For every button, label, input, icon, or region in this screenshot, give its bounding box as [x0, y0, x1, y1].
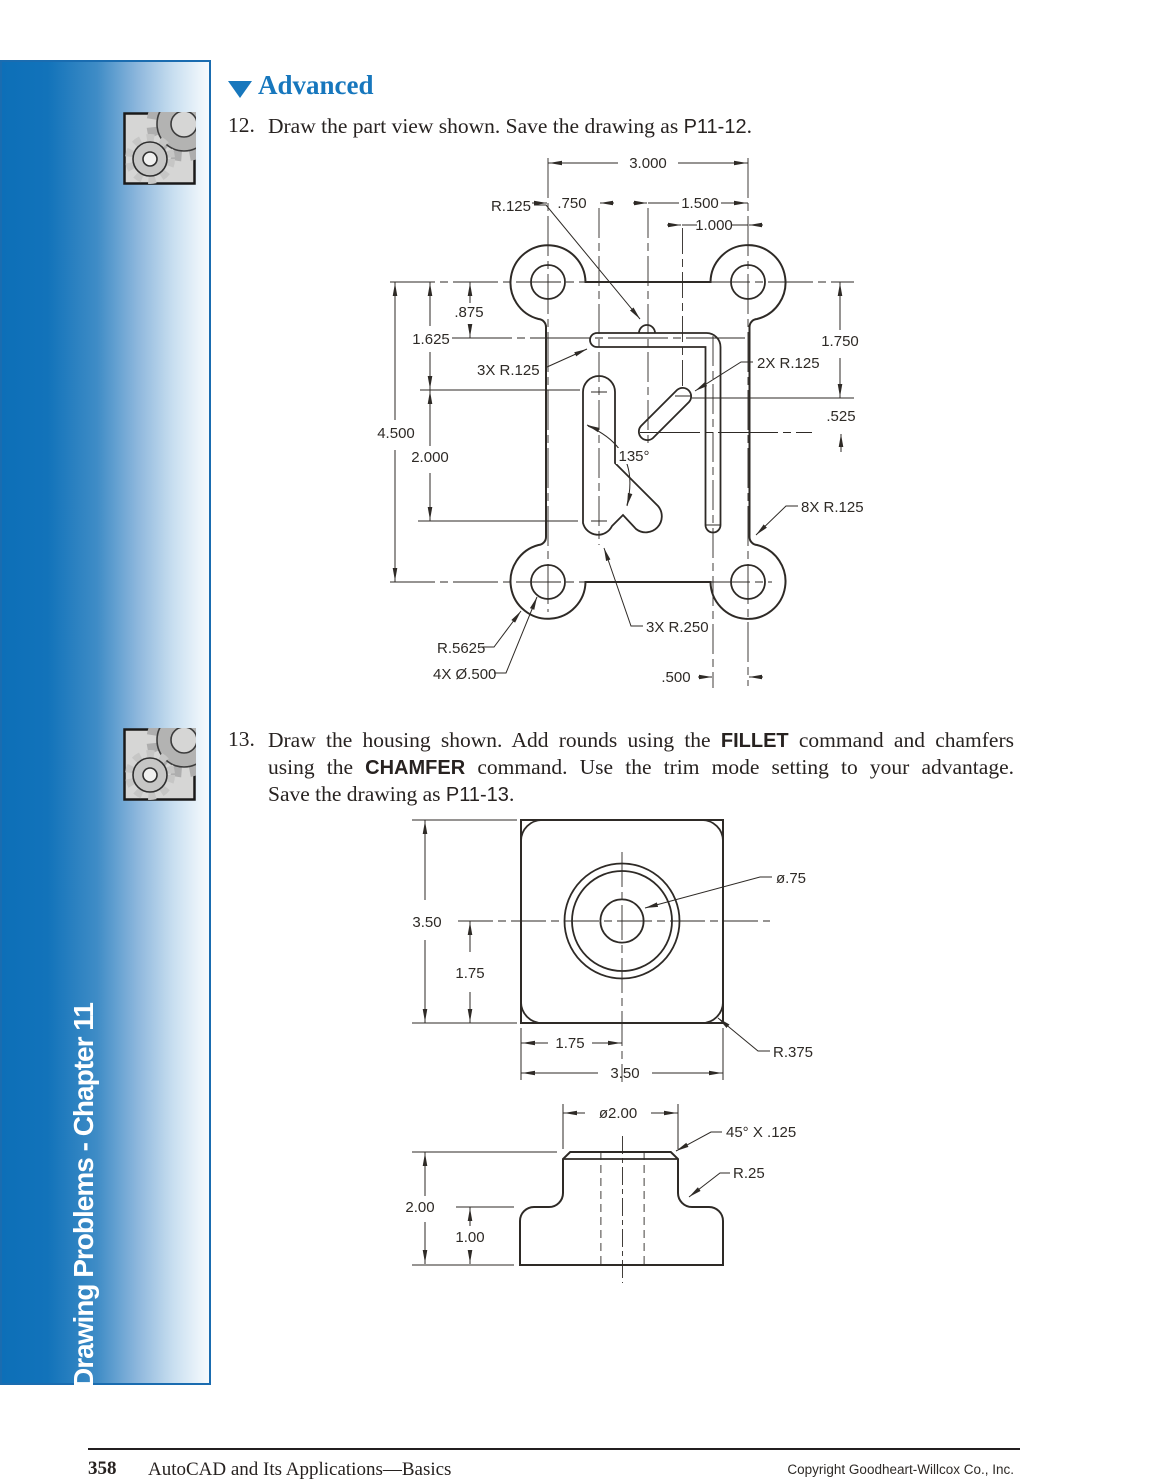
dim-label: 1.500 — [681, 195, 719, 212]
dim-label: .750 — [557, 195, 586, 212]
text-run: . — [508, 782, 515, 806]
chamfer-command: CHAMFER — [365, 757, 466, 779]
problem-13-filename: P11-13 — [445, 784, 509, 806]
dim-label: 3.000 — [629, 155, 667, 172]
text-run: command and chamfers — [788, 728, 1014, 752]
page-number: 358 — [88, 1458, 117, 1479]
copyright-notice: Copyright Goodheart-Willcox Co., Inc. — [787, 1462, 1014, 1477]
dim-label: R.375 — [773, 1044, 813, 1061]
footer-rule — [88, 1448, 1020, 1450]
problem-12-sentence: Draw the part view shown. Save the drawi… — [268, 114, 684, 138]
dim-label: 8X R.125 — [801, 499, 864, 516]
problem-13-line3: Save the drawing as P11-13. — [268, 781, 1014, 808]
dim-label: .525 — [826, 408, 855, 425]
problem-13-line2: using the CHAMFER command. Use the trim … — [268, 754, 1014, 781]
section-heading: Advanced — [258, 70, 374, 100]
dim-label: 1.000 — [695, 217, 733, 234]
problem-12-number: 12. — [228, 113, 255, 137]
housing-top-view-drawing: 3.50 1.75 ø.75 R.375 1.75 3.50 — [412, 819, 813, 1082]
dim-label: 1.00 — [455, 1229, 484, 1246]
problem-12-filename: P11-12 — [683, 116, 747, 138]
gears-icon — [123, 728, 196, 801]
dim-label: 45° X .125 — [726, 1124, 796, 1141]
problem-12-text: Draw the part view shown. Save the drawi… — [268, 113, 1028, 140]
triangle-down-icon — [228, 81, 252, 98]
dim-label: ø2.00 — [599, 1105, 637, 1122]
dim-label: 3X R.125 — [477, 362, 540, 379]
text-run: Save the drawing as — [268, 782, 446, 806]
part-view-drawing: 3.000 .750 1.500 1.000 R.125 .875 1.625 … — [377, 155, 864, 688]
dim-label: 135° — [618, 448, 649, 465]
dim-label: 2.00 — [405, 1199, 434, 1216]
problem-12-period: . — [746, 114, 752, 138]
gears-icon — [123, 112, 196, 185]
dim-label: 3.50 — [412, 914, 441, 931]
dim-label: 1.75 — [555, 1035, 584, 1052]
dim-label: 1.750 — [821, 333, 859, 350]
dim-label: ø.75 — [776, 870, 806, 887]
dim-label: .875 — [454, 304, 483, 321]
dim-label: .500 — [661, 669, 690, 686]
text-run: Draw the housing shown. Add rounds using… — [268, 728, 721, 752]
housing-front-view-drawing: ø2.00 45° X .125 R.25 2.00 1.00 — [405, 1104, 796, 1283]
dim-label: 1.625 — [412, 331, 450, 348]
dim-label: 2X R.125 — [757, 355, 820, 372]
book-title: AutoCAD and Its Applications—Basics — [148, 1459, 452, 1480]
fillet-command: FILLET — [720, 730, 789, 752]
sidebar — [0, 60, 211, 1385]
dim-label: R.25 — [733, 1165, 765, 1182]
sidebar-chapter-label: Drawing Problems - Chapter 11 — [68, 1003, 99, 1388]
dim-label: 3.50 — [610, 1065, 639, 1082]
problem-13-text: Draw the housing shown. Add rounds using… — [268, 727, 1014, 808]
problem-13-number: 13. — [228, 727, 255, 751]
problem-13-line1: Draw the housing shown. Add rounds using… — [268, 727, 1014, 754]
dim-label: R.125 — [491, 198, 531, 215]
text-run: command. Use the trim mode setting to yo… — [465, 755, 1014, 779]
dim-label: 2.000 — [411, 449, 449, 466]
dim-label: 1.75 — [455, 965, 484, 982]
dim-label: 4.500 — [377, 425, 415, 442]
dim-label: 4X Ø.500 — [433, 666, 496, 683]
text-run: using the — [268, 755, 366, 779]
dim-label: R.5625 — [437, 640, 485, 657]
dim-label: 3X R.250 — [646, 619, 709, 636]
